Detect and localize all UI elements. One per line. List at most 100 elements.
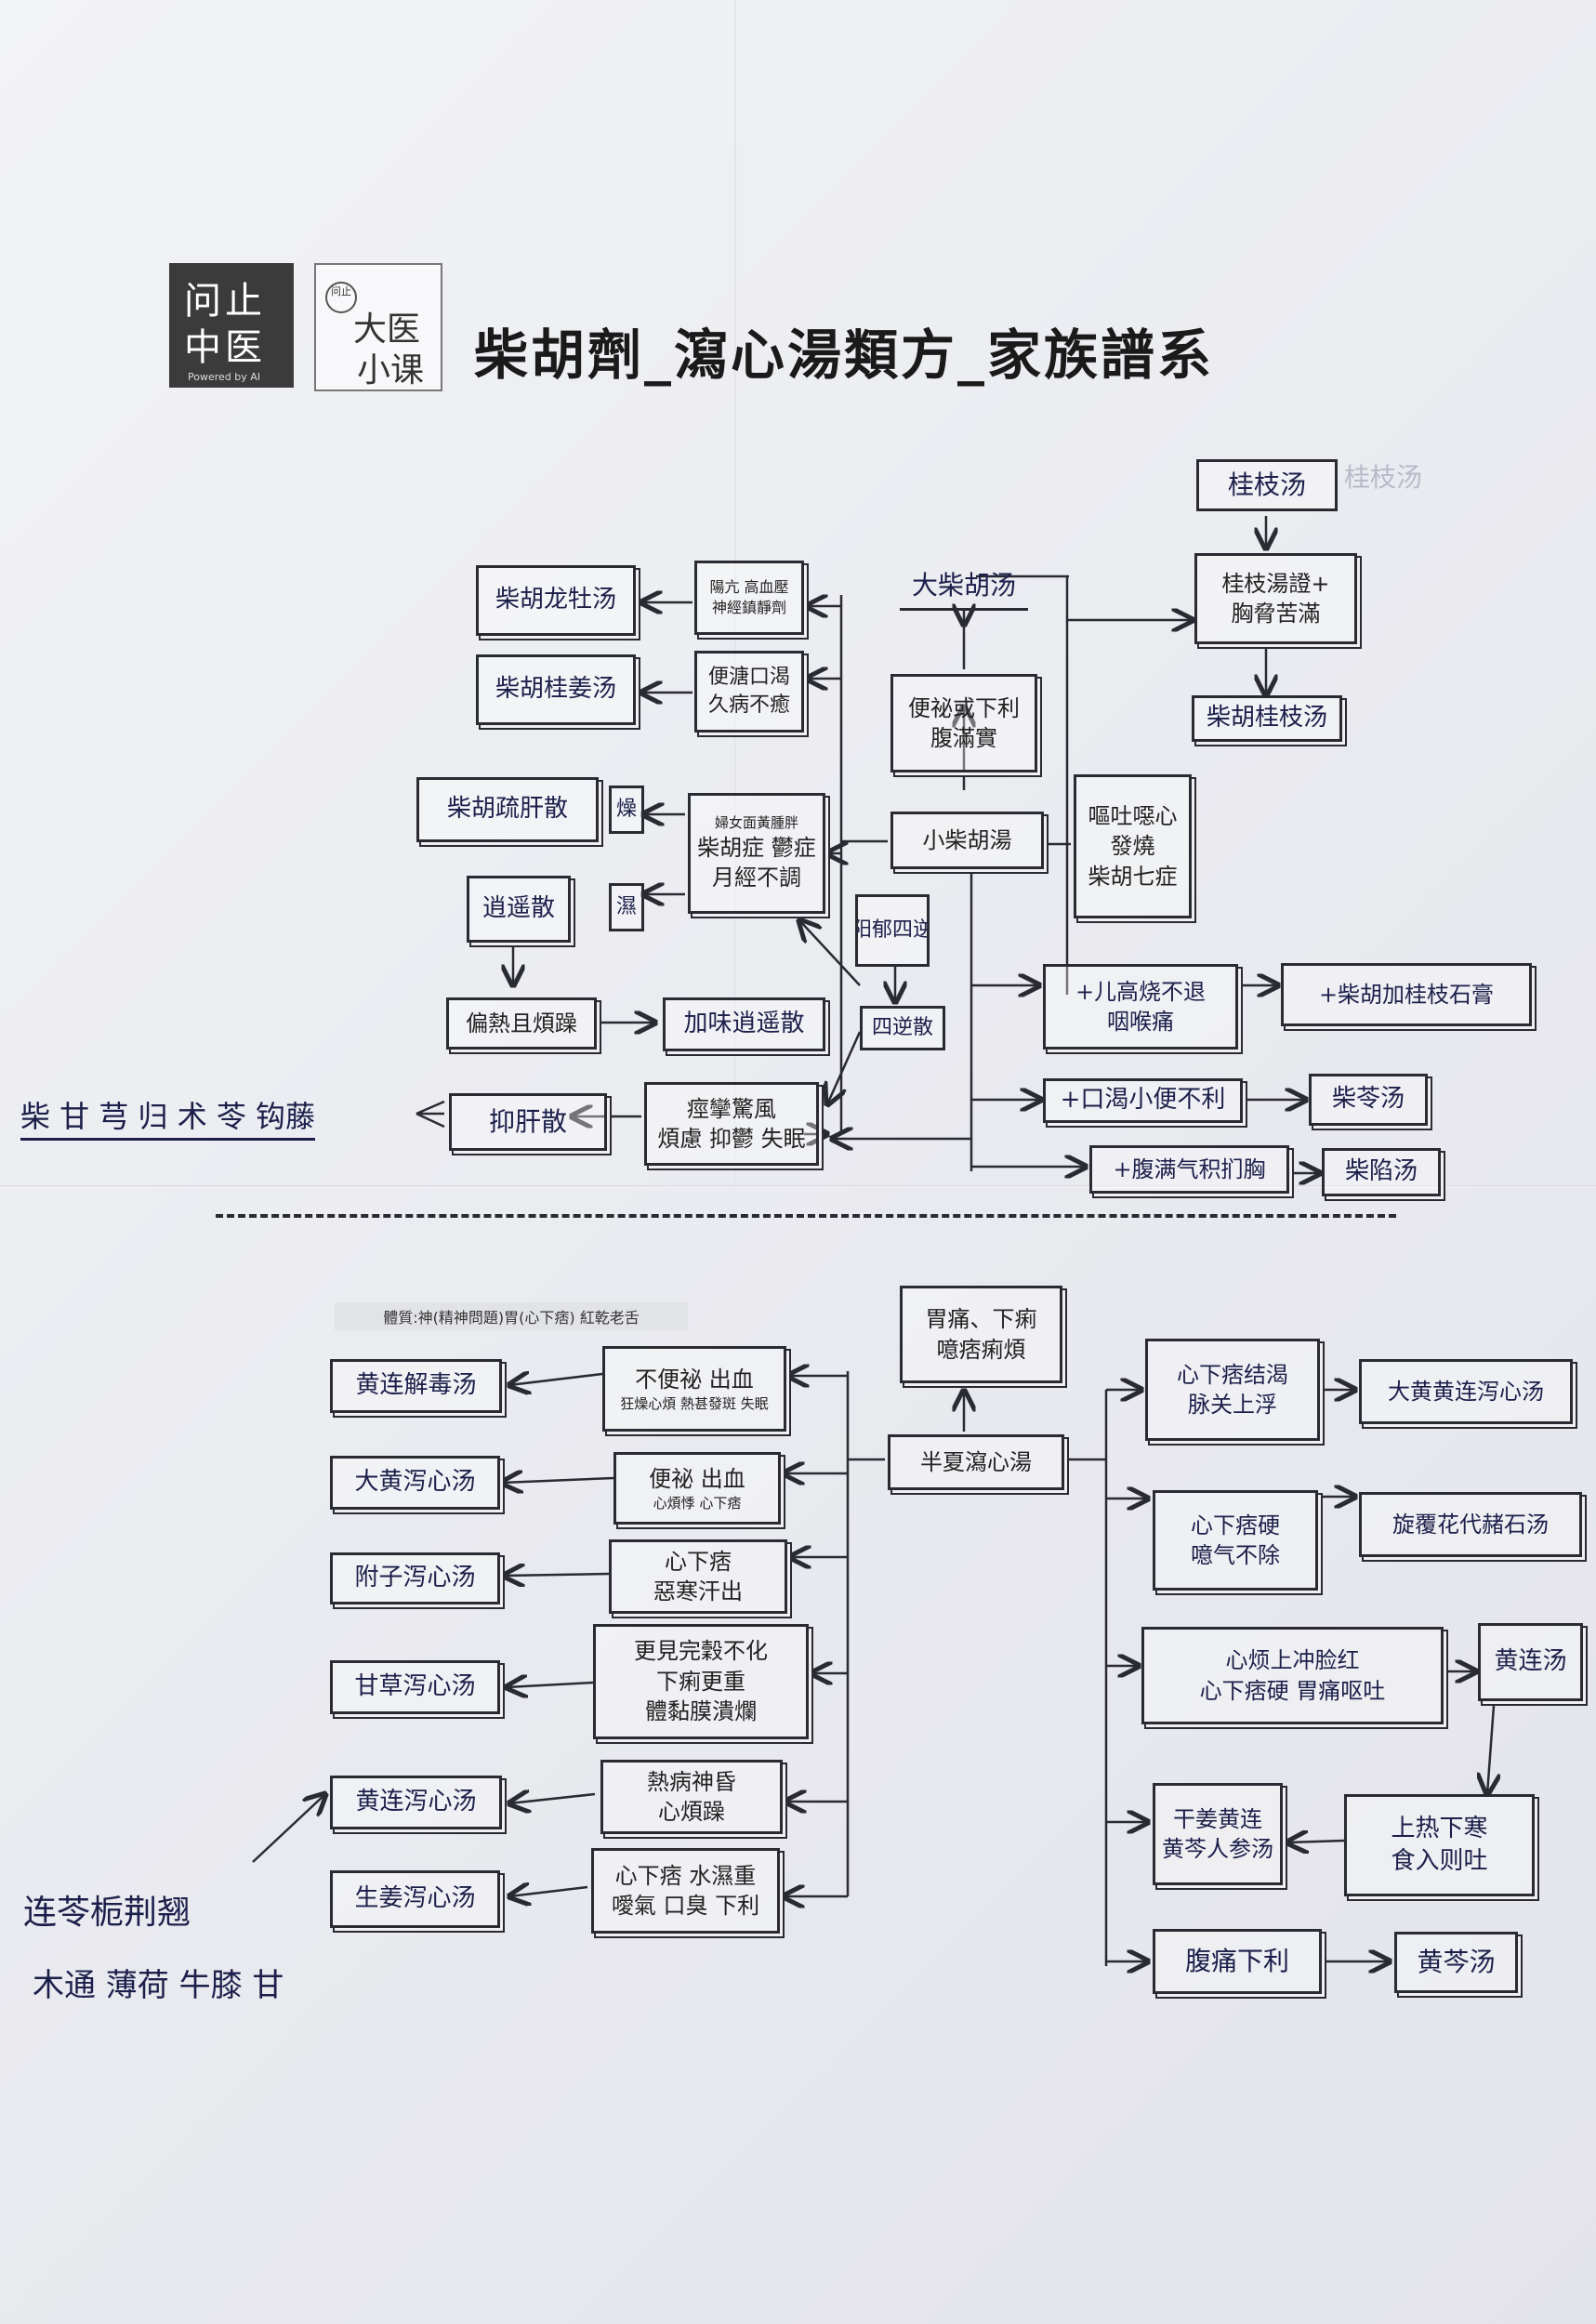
chaihu-jiagui-label: +柴胡加桂枝石膏 xyxy=(1318,981,1495,1008)
yangyu-sini-label: 阳郁四逆 xyxy=(855,918,930,943)
huanglian-xiexin-label: 黄连泻心汤 xyxy=(355,1788,477,1816)
xinxia-ke-line2: 脉关上浮 xyxy=(1188,1392,1277,1418)
xinfan-line1: 心烦上冲脸红 xyxy=(1225,1647,1360,1674)
biantang-line2: 久病不癒 xyxy=(707,693,790,717)
bianmi-chuxue-line1: 便祕 出血 xyxy=(649,1465,745,1492)
chaihu-longmu-box: 柴胡龙牡汤 xyxy=(476,565,636,636)
shi-box: 濕 xyxy=(609,883,644,931)
huanglian-note-line1: 连苓栀荆翘 xyxy=(23,1894,191,1932)
jingluan-line2: 煩慮 抑鬱 失眠 xyxy=(657,1126,806,1152)
funv-line2: 柴胡症 鬱症 xyxy=(697,834,816,861)
ganjiang-huangqin-line2: 黄芩人参汤 xyxy=(1162,1836,1273,1862)
shengjiang-xiexin-box: 生姜泻心汤 xyxy=(330,1870,500,1928)
huangqin-tang-label: 黄芩汤 xyxy=(1417,1947,1496,1978)
chailing-tang-label: 柴苓汤 xyxy=(1331,1085,1405,1114)
zao-box: 燥 xyxy=(609,786,644,834)
banxia-xiexin-box: 半夏瀉心湯 xyxy=(888,1434,1064,1490)
huanglian-jiedu-label: 黄连解毒汤 xyxy=(355,1371,477,1400)
sini-san-label: 四逆散 xyxy=(871,1016,933,1040)
gancao-xiexin-box: 甘草泻心汤 xyxy=(330,1660,500,1714)
logo-tagline: Powered by AI xyxy=(188,371,261,383)
shangre-line2: 食入则吐 xyxy=(1391,1847,1488,1875)
chaihu-longmu-label: 柴胡龙牡汤 xyxy=(495,586,616,614)
biantang-line1: 便溏口渴 xyxy=(707,666,790,690)
funv-box: 婦女面黃腫胖 柴胡症 鬱症 月經不調 xyxy=(688,793,825,914)
xiaoyao-san-box: 逍遥散 xyxy=(467,876,571,943)
bianmi-line2: 腹滿實 xyxy=(930,725,997,751)
outu-box: 嘔吐噁心 發燒 柴胡七症 xyxy=(1074,774,1192,918)
xinxiapi-shui-box: 心下痞 水濕重 噯氣 口臭 下利 xyxy=(591,1848,780,1934)
guizhi-zheng-line2: 胸脅苦滿 xyxy=(1231,601,1321,627)
xinfan-line2: 心下痞硬 胃痛呕吐 xyxy=(1199,1677,1386,1704)
da-chaihu-tang-box: 大柴胡汤 xyxy=(900,562,1028,611)
futong-xiali-label: 腹痛下利 xyxy=(1184,1946,1289,1977)
ganjiang-huangqin-box: 干姜黄连 黄芩人参汤 xyxy=(1153,1783,1283,1885)
huanglian-tang-label: 黄连汤 xyxy=(1494,1647,1567,1676)
logo-text-line1: 问止 xyxy=(184,280,266,323)
xinxia-ke-line1: 心下痞结渴 xyxy=(1177,1361,1288,1388)
futong-box: +腹满气积扪胸 xyxy=(1089,1145,1289,1194)
chaixian-tang-label: 柴陷汤 xyxy=(1344,1157,1418,1186)
yangkang-line2: 神經鎮靜劑 xyxy=(711,599,786,616)
funv-line1: 婦女面黃腫胖 xyxy=(714,814,798,832)
biantang-box: 便溏口渴 久病不癒 xyxy=(694,651,804,733)
pianre-line: 偏熱且煩躁 xyxy=(466,1010,577,1037)
xiao-chaihu-tang-box: 小柴胡湯 xyxy=(890,812,1044,869)
xinxiapi-shui-line1: 心下痞 水濕重 xyxy=(614,1862,757,1889)
zao-label: 燥 xyxy=(615,798,637,822)
bianmi-chuxue-line2: 心煩悸 心下痞 xyxy=(653,1495,742,1512)
shangre-line1: 上热下寒 xyxy=(1391,1814,1488,1842)
futong-label: +腹满气积扪胸 xyxy=(1113,1155,1266,1182)
guizhi-tang-faint-label: 桂枝汤 xyxy=(1344,462,1423,493)
jingluan-line1: 痙攣驚風 xyxy=(687,1095,776,1122)
jiawei-xiaoyao-box: 加味逍遥散 xyxy=(663,997,825,1051)
weitong-line2: 噫痞痢煩 xyxy=(936,1336,1026,1363)
chaixian-tang-box: 柴陷汤 xyxy=(1322,1148,1441,1196)
section-divider xyxy=(216,1214,1396,1218)
outu-line3: 柴胡七症 xyxy=(1088,863,1178,890)
futong-xiali-box: 腹痛下利 xyxy=(1153,1929,1322,1994)
outu-line2: 發燒 xyxy=(1110,833,1155,860)
kouke-label: +口渴小便不利 xyxy=(1060,1086,1226,1115)
rebing-line1: 熱病神昏 xyxy=(647,1768,736,1795)
bianmi-chuxue-box: 便祕 出血 心煩悸 心下痞 xyxy=(613,1452,781,1525)
tizhi-label: 體質:神(精神問題)胃(心下痞) 紅乾老舌 xyxy=(335,1302,688,1330)
guizhi-zheng-box: 桂枝湯證+ 胸脅苦滿 xyxy=(1194,553,1357,644)
rebing-line2: 心煩躁 xyxy=(658,1799,725,1825)
logo-seal: 问止 xyxy=(325,282,357,313)
xinxiapi-line2: 惡寒汗出 xyxy=(653,1578,743,1604)
logo-text-line2: 小课 xyxy=(357,351,425,390)
gengjian-line1: 更見完穀不化 xyxy=(634,1638,768,1665)
funv-line3: 月經不調 xyxy=(712,865,801,891)
ganjiang-huangqin-line1: 干姜黄连 xyxy=(1173,1805,1262,1832)
yangyu-sini-box: 阳郁四逆 xyxy=(855,894,930,967)
bianmi-box: 便祕或下利 腹滿實 xyxy=(890,674,1037,772)
xinxiapi-box: 心下痞 惡寒汗出 xyxy=(609,1539,787,1614)
yigan-san-box: 抑肝散 xyxy=(449,1093,607,1151)
jingluan-box: 痙攣驚風 煩慮 抑鬱 失眠 xyxy=(644,1082,819,1166)
page-title: 柴胡劑_瀉心湯類方_家族譜系 xyxy=(474,324,1215,387)
banxia-xiexin-label: 半夏瀉心湯 xyxy=(920,1448,1032,1475)
daihuang-xiexin-label: 大黄泻心汤 xyxy=(354,1468,476,1497)
jiawei-xiaoyao-label: 加味逍遥散 xyxy=(683,1010,805,1038)
logo-text-line1: 大医 xyxy=(353,310,421,349)
xuanfu-daizhe-label: 旋覆花代赭石汤 xyxy=(1392,1511,1549,1538)
paper-fold-vertical xyxy=(734,0,736,1185)
chaihu-guijiang-box: 柴胡桂姜汤 xyxy=(476,654,636,725)
dayi-xiaoke-logo: 问止 大医 小课 xyxy=(314,263,442,391)
yangkang-box: 陽亢 高血壓 神經鎮靜劑 xyxy=(694,561,804,635)
yangkang-line1: 陽亢 高血壓 xyxy=(709,578,789,597)
daihuang-xiexin-box: 大黄泻心汤 xyxy=(330,1456,500,1510)
xinxia-ke-box: 心下痞结渴 脉关上浮 xyxy=(1145,1339,1320,1441)
huangqin-tang-box: 黄芩汤 xyxy=(1394,1932,1518,1993)
fuzi-xiexin-box: 附子泻心汤 xyxy=(330,1552,500,1604)
xinfan-box: 心烦上冲脸红 心下痞硬 胃痛呕吐 xyxy=(1141,1627,1444,1724)
xinxia-ying-box: 心下痞硬 噫气不除 xyxy=(1153,1490,1318,1591)
pianre-box: 偏熱且煩躁 xyxy=(446,997,597,1050)
yigan-san-label: 抑肝散 xyxy=(488,1106,567,1138)
weitong-line1: 胃痛、下痢 xyxy=(925,1306,1037,1333)
weitong-box: 胃痛、下痢 噫痞痢煩 xyxy=(900,1286,1062,1383)
xinxia-ying-line2: 噫气不除 xyxy=(1191,1542,1280,1568)
chaihu-shugan-label: 柴胡疏肝散 xyxy=(446,795,568,824)
